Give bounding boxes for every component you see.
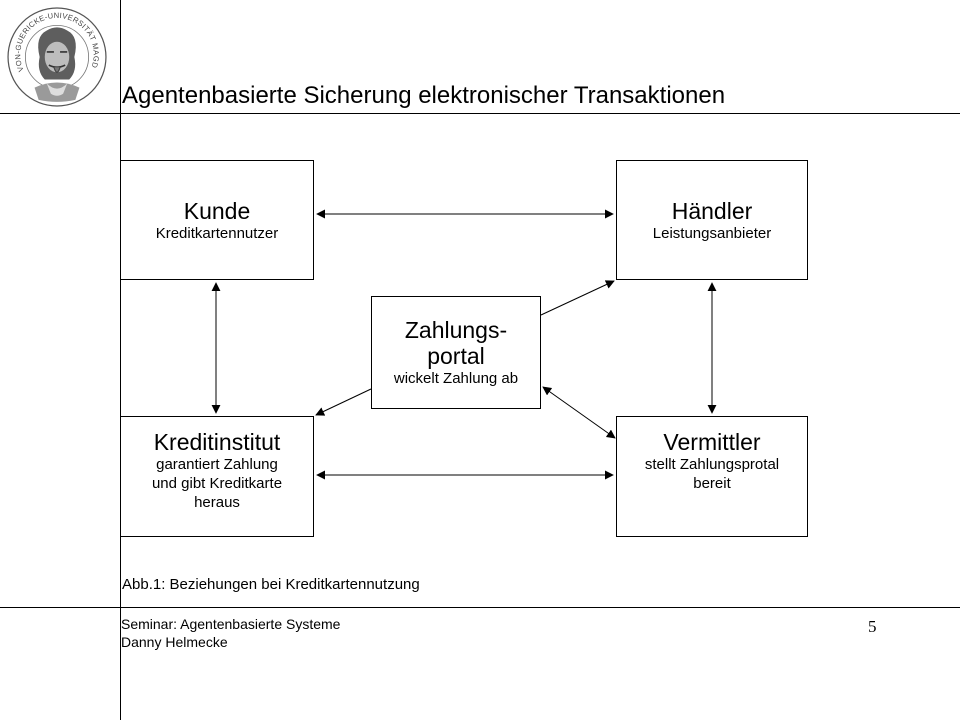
node-kunde: Kunde Kreditkartennutzer <box>120 160 314 280</box>
node-vermittler-desc-line1: stellt Zahlungsprotal <box>644 456 780 473</box>
node-kreditinstitut: Kreditinstitut garantiert Zahlung und gi… <box>120 416 314 537</box>
node-zahlungsportal: Zahlungs- portal wickelt Zahlung ab <box>371 296 541 409</box>
node-kreditinstitut-desc-line1: garantiert Zahlung <box>156 456 278 473</box>
node-kreditinstitut-name: Kreditinstitut <box>153 429 281 455</box>
university-seal-icon: OTTO-VON-GUERICKE-UNIVERSITÄT MAGDEBURG <box>6 6 107 107</box>
figure-caption: Abb.1: Beziehungen bei Kreditkartennutzu… <box>122 576 420 593</box>
page-number: 5 <box>868 617 877 636</box>
footer-author: Danny Helmecke <box>121 634 228 650</box>
footer-rule <box>0 607 960 608</box>
header-rule <box>0 113 960 114</box>
footer-seminar: Seminar: Agentenbasierte Systeme <box>121 616 341 632</box>
arrow-portal-haendler <box>540 280 615 316</box>
node-portal-name-line2: portal <box>427 343 485 369</box>
node-kreditinstitut-desc-line3: heraus <box>194 494 240 511</box>
node-haendler-desc: Leistungsanbieter <box>652 224 772 242</box>
arrow-portal-vermittler <box>542 386 616 439</box>
node-kunde-desc: Kreditkartennutzer <box>155 224 279 242</box>
node-kunde-name: Kunde <box>183 197 251 224</box>
node-haendler: Händler Leistungsanbieter <box>616 160 808 280</box>
node-vermittler-name: Vermittler <box>663 429 761 455</box>
node-portal-name-line1: Zahlungs- <box>404 317 508 343</box>
node-kreditinstitut-desc-line2: und gibt Kreditkarte <box>151 475 283 492</box>
node-portal-desc: wickelt Zahlung ab <box>393 370 519 387</box>
node-vermittler-desc-line2: bereit <box>693 475 731 492</box>
slide-title: Agentenbasierte Sicherung elektronischer… <box>122 82 726 109</box>
node-haendler-name: Händler <box>671 197 753 224</box>
arrow-portal-kreditinstitut <box>315 388 372 416</box>
vertical-rule <box>120 0 121 720</box>
node-vermittler: Vermittler stellt Zahlungsprotal bereit <box>616 416 808 537</box>
